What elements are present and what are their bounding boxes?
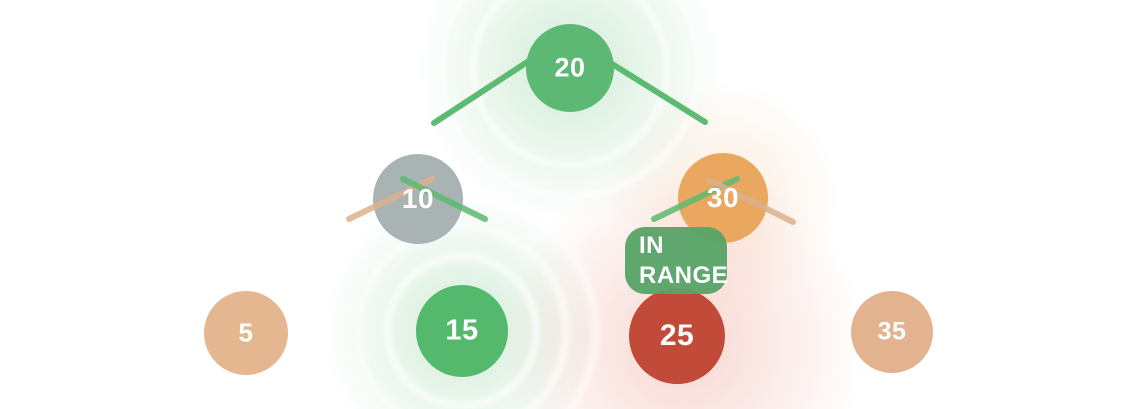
edge-20-left: [431, 52, 541, 126]
in-range-badge-line-1: IN: [639, 232, 664, 259]
tree-node-5[interactable]: [204, 291, 288, 375]
tree-node-20[interactable]: [526, 24, 614, 112]
tree-node-15[interactable]: [416, 285, 508, 377]
edge-20-right: [598, 54, 708, 125]
edge-10-right: [400, 176, 488, 222]
tree-node-35[interactable]: [851, 291, 933, 373]
in-range-badge: IN RANGE: [625, 227, 729, 294]
tree-node-25[interactable]: [629, 288, 725, 384]
edge-30-right: [706, 177, 796, 225]
in-range-badge-line-2: RANGE: [639, 262, 729, 289]
